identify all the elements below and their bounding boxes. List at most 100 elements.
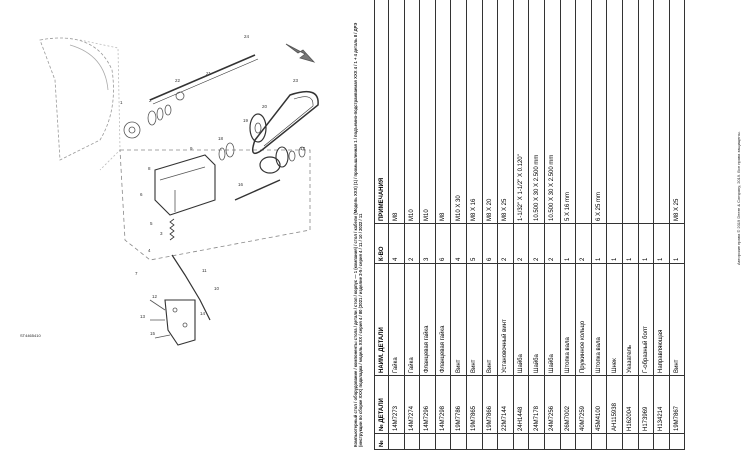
cell-part-number: 45M4100	[591, 375, 607, 434]
cell-number	[466, 433, 483, 450]
cell-quantity: 1	[653, 223, 670, 264]
callout-17: 17	[300, 146, 306, 151]
callout-23: 23	[293, 78, 299, 83]
cell-notes: 5 X 16 mm	[560, 0, 576, 224]
exploded-parts-diagram: 24 21 23 22 20 1 2 19 18 17 9 8 16 6 5 3…	[0, 0, 352, 450]
cell-number	[497, 433, 514, 450]
copyright-footer: Авторские права © 2019 Deere & Company, …	[736, 131, 741, 265]
parts-list-sheet: Компьютерный стол / оборудование / компо…	[352, 0, 750, 450]
cell-notes: 1-1/32" X 1-1/2" X 0.120"	[513, 0, 529, 224]
document-header: Компьютерный стол / оборудование / компо…	[353, 22, 363, 447]
callout-8: 8	[148, 166, 151, 171]
cell-part-name: Гайка	[388, 263, 405, 376]
cell-quantity: 4	[388, 223, 405, 264]
cell-number	[669, 433, 685, 450]
cell-notes: M8 X 16	[466, 0, 483, 224]
header-part-number: № ДЕТАЛИ	[374, 375, 389, 434]
parts-table: № № ДЕТАЛИ НАИМ. ДЕТАЛИ К-ВО ПРИМЕЧАНИЯ …	[374, 0, 685, 450]
cell-quantity: 1	[622, 223, 638, 264]
cell-part-number: 24M7178	[528, 375, 545, 434]
cell-quantity: 2	[513, 223, 529, 264]
cell-number	[482, 433, 498, 450]
cell-number	[591, 433, 607, 450]
cell-part-number: 22M7144	[497, 375, 514, 434]
callout-21: 21	[206, 71, 212, 76]
cell-part-name: Фланцевая гайка	[419, 263, 436, 376]
cell-part-name: Шайба	[528, 263, 545, 376]
cell-quantity: 4	[450, 223, 467, 264]
cell-number	[419, 433, 436, 450]
cell-notes	[606, 0, 623, 224]
cell-notes: 6 X 25 mm	[591, 0, 607, 224]
cell-part-name: Направляющая	[653, 263, 670, 376]
cell-number	[560, 433, 576, 450]
header-part-name: НАИМ. ДЕТАЛИ	[374, 263, 389, 376]
cell-notes	[638, 0, 654, 224]
cell-quantity: 5	[466, 223, 483, 264]
cell-number	[575, 433, 592, 450]
cell-notes	[622, 0, 638, 224]
cell-number	[388, 433, 405, 450]
cell-part-name: Штопка вала	[560, 263, 576, 376]
cell-notes	[575, 0, 592, 224]
callout-16: 16	[238, 182, 244, 187]
callout-10: 10	[214, 286, 220, 291]
cell-part-number: 19M7786	[450, 375, 467, 434]
cell-number	[513, 433, 529, 450]
cell-part-name: Г-образный болт	[638, 263, 654, 376]
cell-part-number: 26M7002	[560, 375, 576, 434]
cell-part-name: Установочный винт	[497, 263, 514, 376]
cell-part-number: 40M7259	[575, 375, 592, 434]
cell-part-name: Шайба	[544, 263, 561, 376]
cell-part-number: 19M7866	[482, 375, 498, 434]
table-header-row: № № ДЕТАЛИ НАИМ. ДЕТАЛИ К-ВО ПРИМЕЧАНИЯ	[374, 0, 389, 450]
cell-quantity: 1	[591, 223, 607, 264]
cell-part-number: 24H1448	[513, 375, 529, 434]
callout-9: 9	[190, 146, 193, 151]
cell-quantity: 1	[560, 223, 576, 264]
callout-19: 19	[243, 118, 249, 123]
cell-part-number: H134214	[653, 375, 670, 434]
cell-number	[528, 433, 545, 450]
cell-part-number: 19M7865	[466, 375, 483, 434]
cell-part-name: Винт	[450, 263, 467, 376]
cell-notes: M8 X 25	[497, 0, 514, 224]
callout-11: 11	[202, 268, 207, 273]
cell-quantity: 1	[606, 223, 623, 264]
callout-5: 5	[150, 221, 153, 226]
callout-22: 22	[175, 78, 181, 83]
cell-part-number: 14M7296	[419, 375, 436, 434]
callout-7: 7	[135, 271, 138, 276]
cell-quantity: 2	[575, 223, 592, 264]
cell-part-name: Винт	[669, 263, 685, 376]
cell-number	[606, 433, 623, 450]
cell-notes: M10 X 30	[450, 0, 467, 224]
callout-1: 1	[120, 100, 123, 105]
cell-notes: 10.500 X 30 X 2.500 mm	[528, 0, 545, 224]
cell-number	[638, 433, 654, 450]
cell-part-name: Гайка	[404, 263, 420, 376]
cell-part-number: 19M7867	[669, 375, 685, 434]
cell-part-name: Указатель	[622, 263, 638, 376]
cell-number	[544, 433, 561, 450]
cell-notes: M10	[404, 0, 420, 224]
diagram-drawing: 24 21 23 22 20 1 2 19 18 17 9 8 16 6 5 3…	[39, 34, 319, 346]
cell-notes: 10.500 X 30 X 2.500 mm	[544, 0, 561, 224]
cell-part-name: Шнек	[606, 263, 623, 376]
callout-3: 3	[160, 231, 163, 236]
cell-quantity: 1	[669, 223, 685, 264]
callout-2: 2	[149, 98, 152, 103]
cell-quantity: 2	[404, 223, 420, 264]
cell-notes: M8	[388, 0, 405, 224]
